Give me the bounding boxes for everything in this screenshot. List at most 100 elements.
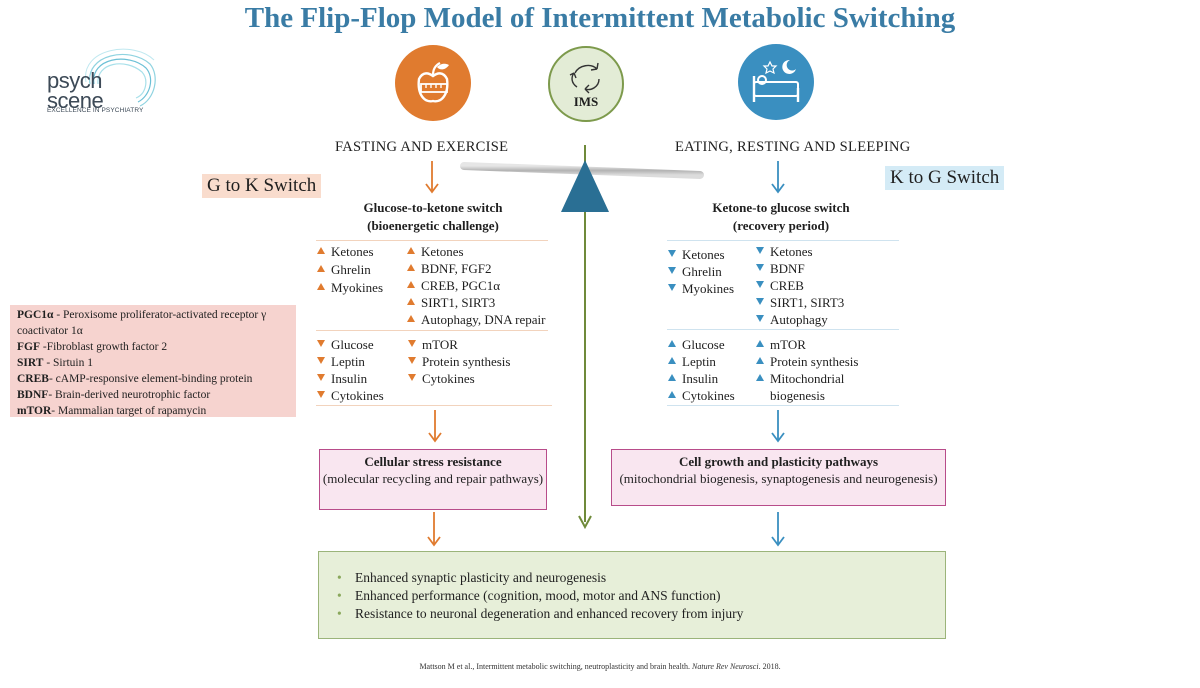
down-arrow-icon xyxy=(317,357,325,364)
up-arrow-icon xyxy=(317,247,325,254)
cell-growth-box-text: (mitochondrial biogenesis, synaptogenesi… xyxy=(619,471,938,486)
page-title: The Flip-Flop Model of Intermittent Meta… xyxy=(244,2,956,34)
ims-label: IMS xyxy=(573,94,599,109)
list-item: Ketones xyxy=(407,243,545,260)
up-arrow-icon xyxy=(317,265,325,272)
logo-swirl-icon xyxy=(85,48,156,107)
down-arrow-icon xyxy=(756,247,764,254)
list-item: SIRT1, SIRT3 xyxy=(407,294,545,311)
list-item: BDNF xyxy=(756,260,844,277)
list-item: Cytokines xyxy=(317,387,384,404)
left-divider-top xyxy=(316,240,548,241)
left-subtitle-1: Glucose-to-ketone switch xyxy=(363,200,503,215)
list-item: SIRT1, SIRT3 xyxy=(756,294,844,311)
sleep-bed-icon xyxy=(738,44,814,120)
abbreviation-item: mTOR- Mammalian target of rapamycin xyxy=(17,405,207,417)
cellular-stress-box: Cellular stress resistance (molecular re… xyxy=(319,449,547,510)
cellular-stress-box-text: (molecular recycling and repair pathways… xyxy=(322,471,544,486)
g-to-k-switch-tag: G to K Switch xyxy=(202,174,322,198)
left-subtitle-2: (bioenergetic challenge) xyxy=(367,218,499,233)
list-item: Ghrelin xyxy=(668,263,734,280)
down-arrow-icon xyxy=(317,340,325,347)
cellular-stress-box-title: Cellular stress resistance xyxy=(364,454,502,469)
abbreviation-item: BDNF- Brain-derived neurotrophic factor xyxy=(17,389,211,401)
down-arrow-icon xyxy=(756,315,764,322)
k-to-g-switch-tag: K to G Switch xyxy=(885,166,1005,190)
list-item: Ketones xyxy=(317,243,383,260)
up-arrow-icon xyxy=(668,340,676,347)
up-arrow-icon xyxy=(668,357,676,364)
logo-tagline: EXCELLENCE IN PSYCHIATRY xyxy=(47,107,144,114)
abbreviation-item: SIRT - Sirtuin 1 xyxy=(17,357,93,369)
list-item: Ghrelin xyxy=(317,261,383,278)
list-item-continuation: biogenesis xyxy=(770,388,825,403)
left-heading: FASTING AND EXERCISE xyxy=(335,139,509,155)
down-arrow-icon xyxy=(317,391,325,398)
right-divider-mid xyxy=(667,329,899,330)
down-arrow-icon xyxy=(408,357,416,364)
list-item: Myokines xyxy=(668,280,734,297)
up-arrow-icon xyxy=(407,298,415,305)
down-arrow-icon xyxy=(317,374,325,381)
up-arrow-icon xyxy=(668,374,676,381)
list-item: Cytokines xyxy=(668,387,735,404)
right-divider-bottom xyxy=(667,405,899,406)
left-increase-list-1: Ketones Ghrelin Myokines xyxy=(317,243,383,296)
up-arrow-icon xyxy=(756,374,764,381)
list-item: mTOR xyxy=(408,336,510,353)
list-item: Autophagy xyxy=(756,311,844,328)
up-arrow-icon xyxy=(407,315,415,322)
down-arrow-icon xyxy=(756,298,764,305)
down-arrow-icon xyxy=(756,264,764,271)
fasting-apple-icon xyxy=(395,45,471,121)
right-increase-list-1: Glucose Leptin Insulin Cytokines xyxy=(668,336,735,404)
abbreviation-item: FGF -Fibroblast growth factor 2 xyxy=(17,341,168,353)
down-arrow-icon xyxy=(668,284,676,291)
up-arrow-icon xyxy=(756,340,764,347)
up-arrow-icon xyxy=(317,283,325,290)
list-item: mTOR xyxy=(756,336,858,353)
up-arrow-icon xyxy=(407,264,415,271)
logo-word-psych: psych xyxy=(47,68,102,93)
list-item: CREB, PGC1α xyxy=(407,277,545,294)
left-decrease-list-1: Glucose Leptin Insulin Cytokines xyxy=(317,336,384,404)
list-item: Ketones xyxy=(668,246,734,263)
up-arrow-icon xyxy=(407,281,415,288)
right-divider-top xyxy=(667,240,899,241)
list-item: Myokines xyxy=(317,279,383,296)
left-divider-bottom xyxy=(316,405,552,406)
up-arrow-icon xyxy=(668,391,676,398)
right-heading: EATING, RESTING AND SLEEPING xyxy=(675,139,911,155)
outcome-item: Enhanced synaptic plasticity and neuroge… xyxy=(337,569,945,587)
list-item: Insulin xyxy=(668,370,735,387)
list-item: Glucose xyxy=(317,336,384,353)
list-item: Ketones xyxy=(756,243,844,260)
list-item: Glucose xyxy=(668,336,735,353)
right-decrease-list-1: Ketones Ghrelin Myokines xyxy=(668,246,734,297)
up-arrow-icon xyxy=(407,247,415,254)
abbreviation-item: CREB- cAMP-responsive element-binding pr… xyxy=(17,373,253,385)
list-item: Insulin xyxy=(317,370,384,387)
list-item: Leptin xyxy=(317,353,384,370)
citation: Mattson M et al., Intermittent metabolic… xyxy=(419,662,781,671)
outcome-item: Enhanced performance (cognition, mood, m… xyxy=(337,587,945,605)
down-arrow-icon xyxy=(668,267,676,274)
list-item: Mitochondrial xyxy=(756,370,858,387)
seesaw-fulcrum xyxy=(561,160,609,212)
down-arrow-icon xyxy=(408,374,416,381)
down-arrow-icon xyxy=(756,281,764,288)
list-item: Protein synthesis xyxy=(756,353,858,370)
right-subtitle-2: (recovery period) xyxy=(732,218,830,233)
left-increase-list-2: Ketones BDNF, FGF2 CREB, PGC1α SIRT1, SI… xyxy=(407,243,545,328)
up-arrow-icon xyxy=(756,357,764,364)
list-item: Autophagy, DNA repair xyxy=(407,311,545,328)
right-subtitle-1: Ketone-to glucose switch xyxy=(712,200,850,215)
abbreviation-item: PGC1α - Peroxisome proliferator-activate… xyxy=(17,309,267,337)
list-item: Protein synthesis xyxy=(408,353,510,370)
left-divider-mid xyxy=(316,330,548,331)
cell-growth-box-title: Cell growth and plasticity pathways xyxy=(678,454,879,469)
logo-word-scene: scene xyxy=(47,88,104,113)
ims-cycle-icon xyxy=(548,46,624,122)
list-item: Leptin xyxy=(668,353,735,370)
